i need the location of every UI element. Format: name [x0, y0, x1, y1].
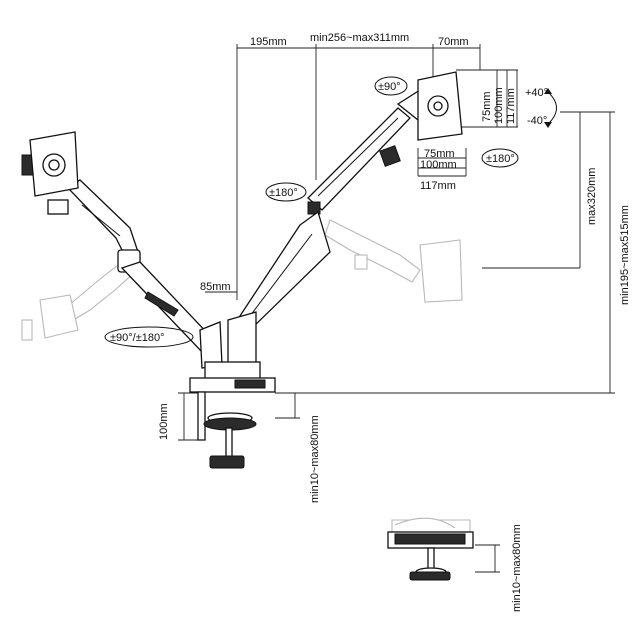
vesa-h-100-label: 100mm: [420, 159, 457, 171]
vesa-v-117-label: 117mm: [505, 88, 517, 124]
center-post: [199, 311, 261, 381]
arm-rotate-label: ±180°: [269, 187, 298, 199]
tilt-up-label: +40°: [525, 87, 548, 99]
vesa-v-100-label: 100mm: [493, 87, 505, 124]
vesa-v-75-label: 75mm: [481, 91, 493, 122]
top-span-label: min256~max311mm: [310, 32, 409, 44]
clamp-range-main-label: min10~max80mm: [309, 415, 321, 503]
top-right-offset-label: 70mm: [438, 36, 469, 48]
tilt-down-label: -40°: [527, 115, 547, 127]
desk-clamp: [189, 377, 276, 469]
base-rotate-label: ±90°/±180°: [110, 332, 165, 344]
clamp-height-label: 100mm: [158, 403, 170, 440]
right-arm: [230, 71, 463, 331]
total-height-label: min195~max515mm: [619, 205, 631, 305]
arm-rotate-icon: [265, 182, 307, 202]
detail-clamp: [387, 517, 474, 581]
head-rotate-top-icon: [374, 76, 408, 96]
ghost-arm-right: [324, 219, 463, 303]
center-post-label: 85mm: [200, 281, 231, 293]
head-rotate-side-icon: [481, 148, 519, 168]
top-left-offset-label: 195mm: [250, 36, 287, 48]
vertical-adjust-label: max320mm: [586, 168, 598, 225]
tilt-indicator: [544, 88, 557, 128]
ghost-arm-left: [21, 259, 136, 341]
head-rotate-side-label: ±180°: [486, 153, 515, 165]
left-arm: [21, 131, 213, 354]
dimension-lines: [178, 44, 615, 573]
vesa-h-75-label: 75mm: [424, 148, 455, 160]
clamp-range-detail-label: min10~max80mm: [511, 524, 523, 612]
vesa-h-117-label: 117mm: [420, 180, 456, 192]
head-rotate-top-label: ±90°: [378, 81, 401, 93]
base-rotate-icon: [104, 326, 194, 348]
